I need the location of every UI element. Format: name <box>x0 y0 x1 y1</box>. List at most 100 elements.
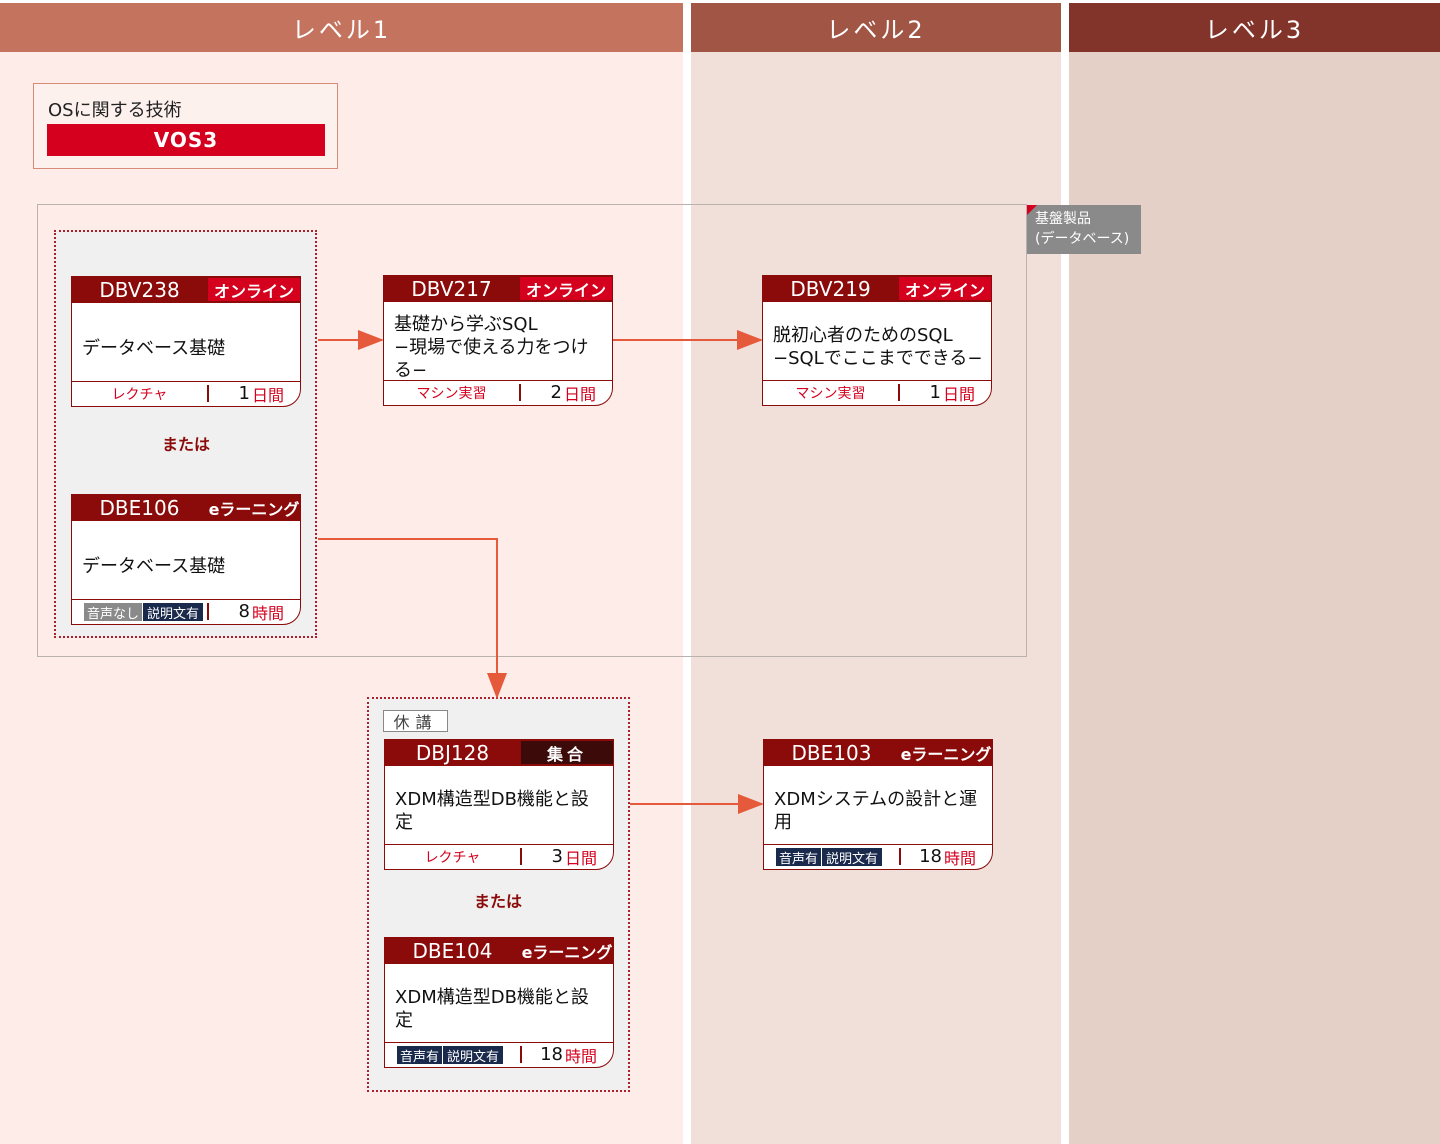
course-title-line1: XDM構造型DB機能と設定 <box>395 789 589 833</box>
group-tag-line2: (データベース) <box>1035 231 1130 247</box>
duration-unit: 時間 <box>251 603 284 623</box>
card-header: DBJ128 集合 <box>385 740 613 766</box>
group-tag: 基盤製品 (データベース) <box>1027 205 1141 254</box>
badge-separator <box>142 603 144 621</box>
delivery-type-badge: 集合 <box>521 741 613 764</box>
os-technology-box: OSに関する技術 VOS3 <box>33 83 338 169</box>
course-title-line1: XDMシステムの設計と運用 <box>774 789 978 833</box>
duration-unit: 日間 <box>251 385 284 405</box>
footer-divider <box>520 848 522 865</box>
duration-value: 1 <box>238 383 250 404</box>
duration-unit: 日間 <box>563 384 596 404</box>
duration-value: 18 <box>919 846 942 867</box>
os-name: VOS3 <box>47 124 325 156</box>
course-title-line2: −現場で使える力をつける− <box>394 336 589 381</box>
level3-header: レベル3 <box>1069 3 1440 52</box>
audio-badge: 音声なし <box>84 603 143 622</box>
course-method: レクチャ <box>111 386 168 403</box>
arrow-group1-to-dbj128 <box>318 538 507 699</box>
course-title: データベース基礎 <box>82 317 292 379</box>
course-title: 基礎から学ぶSQL −現場で使える力をつける− <box>394 313 604 381</box>
card-header: DBE104 eラーニング <box>385 938 613 964</box>
footer-divider <box>520 1046 522 1063</box>
card-header: DBE103 eラーニング <box>764 740 992 766</box>
card-header: DBV217 オンライン <box>384 276 612 302</box>
footer-divider <box>898 384 900 401</box>
duration-value: 18 <box>540 1044 563 1065</box>
course-title: XDM構造型DB機能と設定 <box>395 978 605 1040</box>
duration-unit: 日間 <box>564 848 597 868</box>
caption-badge: 説明文有 <box>143 603 204 622</box>
course-title-line1: データベース基礎 <box>82 555 226 577</box>
badge-separator <box>821 848 823 866</box>
suspended-label: 休講 <box>383 710 448 732</box>
course-card-dbv217[interactable]: DBV217 オンライン 基礎から学ぶSQL −現場で使える力をつける− マシン… <box>383 275 613 406</box>
course-title-line1: XDM構造型DB機能と設定 <box>395 987 589 1031</box>
level2-header: レベル2 <box>691 3 1061 52</box>
badge-separator <box>442 1046 444 1064</box>
course-method: マシン実習 <box>795 385 866 402</box>
footer-divider <box>207 385 209 402</box>
level2-column <box>691 52 1061 1144</box>
duration-value: 8 <box>238 601 250 622</box>
course-title: XDM構造型DB機能と設定 <box>395 780 605 842</box>
card-header: DBE106 eラーニング <box>72 495 300 521</box>
caption-badge: 説明文有 <box>443 1046 504 1065</box>
caption-badge: 説明文有 <box>822 848 883 867</box>
course-title-line1: データベース基礎 <box>82 337 226 359</box>
delivery-type-badge: eラーニング <box>521 939 613 962</box>
duration-unit: 時間 <box>564 1046 597 1066</box>
or-text: または <box>473 892 522 911</box>
course-code: DBV238 <box>99 278 180 302</box>
card-header: DBV238 オンライン <box>72 277 300 303</box>
feature-badges: 音声有 説明文有 <box>397 1046 504 1065</box>
card-header: DBV219 オンライン <box>763 276 991 302</box>
course-title: XDMシステムの設計と運用 <box>774 780 984 842</box>
course-code: DBJ128 <box>415 741 490 765</box>
duration-value: 1 <box>929 382 941 403</box>
duration-value: 3 <box>551 846 563 867</box>
course-title-line1: 基礎から学ぶSQL <box>394 313 538 335</box>
or-text: または <box>161 435 210 454</box>
course-code: DBV217 <box>411 277 492 301</box>
audio-badge: 音声有 <box>397 1046 443 1065</box>
delivery-type-badge: オンライン <box>208 278 300 301</box>
delivery-type-badge: eラーニング <box>208 496 300 519</box>
footer-divider <box>519 384 521 401</box>
course-title-line1: 脱初心者のためのSQL <box>773 325 953 346</box>
duration-unit: 時間 <box>943 848 976 868</box>
feature-badges: 音声なし 説明文有 <box>84 603 204 622</box>
course-code: DBE104 <box>412 939 493 963</box>
course-card-dbv219[interactable]: DBV219 オンライン 脱初心者のためのSQL −SQLでここまでできる− マ… <box>762 275 992 406</box>
footer-divider <box>899 848 901 865</box>
duration-unit: 日間 <box>942 384 975 404</box>
course-title-line2: −SQLでここまでできる− <box>773 348 983 369</box>
course-title: 脱初心者のためのSQL −SQLでここまでできる− <box>773 316 983 378</box>
duration-value: 2 <box>550 382 562 403</box>
os-label: OSに関する技術 <box>48 100 182 121</box>
audio-badge: 音声有 <box>776 848 822 867</box>
course-method: マシン実習 <box>416 385 487 402</box>
footer-divider <box>207 603 209 620</box>
delivery-type-badge: オンライン <box>520 277 612 300</box>
